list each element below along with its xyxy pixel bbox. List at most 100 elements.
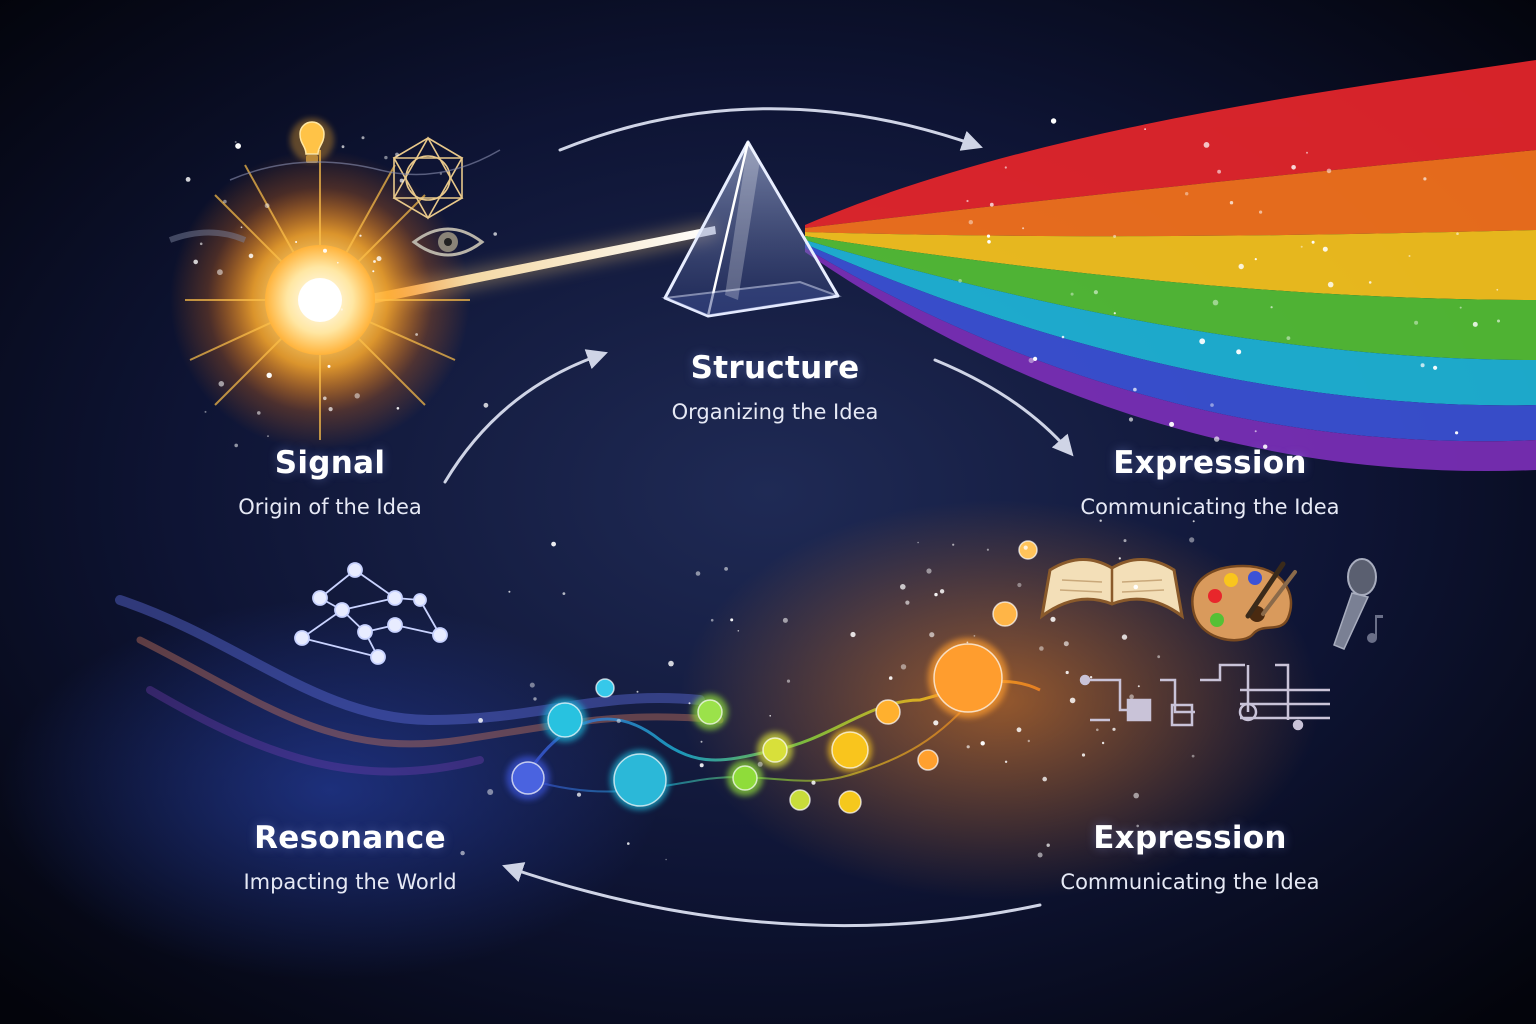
sparkle (415, 333, 418, 336)
sparkles (185, 118, 1500, 861)
sparkle (1133, 387, 1137, 392)
sparkle (1039, 646, 1044, 651)
sparkle (888, 676, 893, 680)
sparkle (1069, 697, 1076, 704)
sparkle (533, 697, 537, 701)
sparkle (218, 381, 225, 387)
sparkle (1191, 754, 1195, 758)
sparkle (986, 548, 990, 551)
sparkle (1169, 421, 1175, 427)
sparkle (1327, 281, 1334, 288)
sparkle (769, 715, 771, 717)
sparkle (1093, 290, 1098, 295)
signal-sun (170, 150, 470, 450)
sparkle (372, 270, 375, 273)
circuit-icon (1079, 663, 1330, 731)
stage-resonance: Resonance Impacting the World (190, 820, 510, 894)
sparkle (264, 203, 270, 209)
sparkle (668, 660, 674, 667)
sparkle (1129, 694, 1134, 699)
sparkle (323, 248, 327, 253)
sparkle (341, 145, 345, 149)
sparkle (193, 259, 198, 265)
eye-icon (411, 227, 485, 257)
sparkle (376, 256, 382, 262)
sparkle (204, 410, 207, 413)
sparkle (952, 543, 955, 546)
book-icon (1039, 558, 1185, 620)
sparkle (257, 411, 261, 415)
sparkle (267, 435, 269, 437)
sparkle (185, 177, 191, 182)
sparkle (1033, 356, 1038, 361)
sparkle (551, 541, 556, 547)
sparkle (1089, 676, 1093, 679)
sparkle (1189, 537, 1195, 543)
sparkle (933, 720, 939, 726)
sparkle (926, 568, 932, 574)
sparkle (1229, 201, 1234, 205)
stage-expression-top-subtitle: Communicating the Idea (1080, 495, 1340, 519)
flow-waves (115, 595, 724, 776)
sparkle (316, 303, 321, 309)
microphone-icon (1333, 558, 1377, 650)
sparkle (323, 396, 327, 401)
stage-expression-top: Expression Communicating the Idea (1040, 445, 1380, 519)
sparkle (1144, 128, 1146, 131)
sparkle (1096, 728, 1099, 732)
arrow-signal-to-structure (443, 349, 608, 484)
sparkle (234, 443, 238, 448)
arrow-expression-to-resonance (502, 862, 1042, 928)
sparkle (384, 155, 388, 160)
sparkle (354, 393, 360, 399)
sparkle (1037, 852, 1043, 858)
sparkle (900, 664, 907, 670)
sparkle (1112, 727, 1116, 731)
sparkle (1217, 169, 1221, 174)
sparkle (1042, 776, 1047, 782)
sparkle (1414, 320, 1419, 325)
sparkle (850, 631, 856, 638)
sparkle (266, 372, 272, 378)
sparkle (1423, 177, 1427, 181)
sparkle (1133, 584, 1139, 590)
sparkle (986, 234, 991, 238)
sparkle (1214, 436, 1220, 442)
sparkle (724, 567, 728, 571)
sparkle (1263, 444, 1268, 449)
sparkle (958, 279, 962, 283)
sparkle (1099, 519, 1102, 522)
sparkle (373, 260, 376, 263)
sparkle (1368, 281, 1372, 284)
sparkle (636, 690, 639, 693)
sparkle (1017, 582, 1022, 588)
sparkle (1133, 792, 1139, 799)
sparkle (396, 407, 400, 410)
sparkle (786, 679, 791, 683)
sparkle (217, 269, 223, 276)
sparkle (483, 402, 489, 408)
sparkle (1212, 299, 1219, 306)
cycle-arrows (443, 107, 1074, 928)
sparkle (973, 635, 976, 637)
sparkle (487, 789, 494, 795)
sparkle (1456, 232, 1459, 235)
sparkle (1270, 306, 1273, 309)
sparkle (665, 858, 667, 861)
network-icon (294, 562, 448, 665)
sparkle (1023, 545, 1028, 550)
sparkle (695, 571, 701, 576)
stage-expression-top-title: Expression (1113, 445, 1307, 481)
sparkle (966, 641, 969, 644)
sparkle (1192, 520, 1195, 523)
sparkle (562, 592, 566, 595)
sparkle (1070, 292, 1074, 296)
sparkle (627, 842, 630, 845)
geometric-pattern-icon (392, 136, 464, 220)
prism-icon (661, 140, 842, 318)
sparkle (1050, 118, 1057, 124)
palette-icon (1191, 561, 1297, 642)
sparkle (325, 291, 328, 293)
sparkle (1497, 319, 1500, 323)
